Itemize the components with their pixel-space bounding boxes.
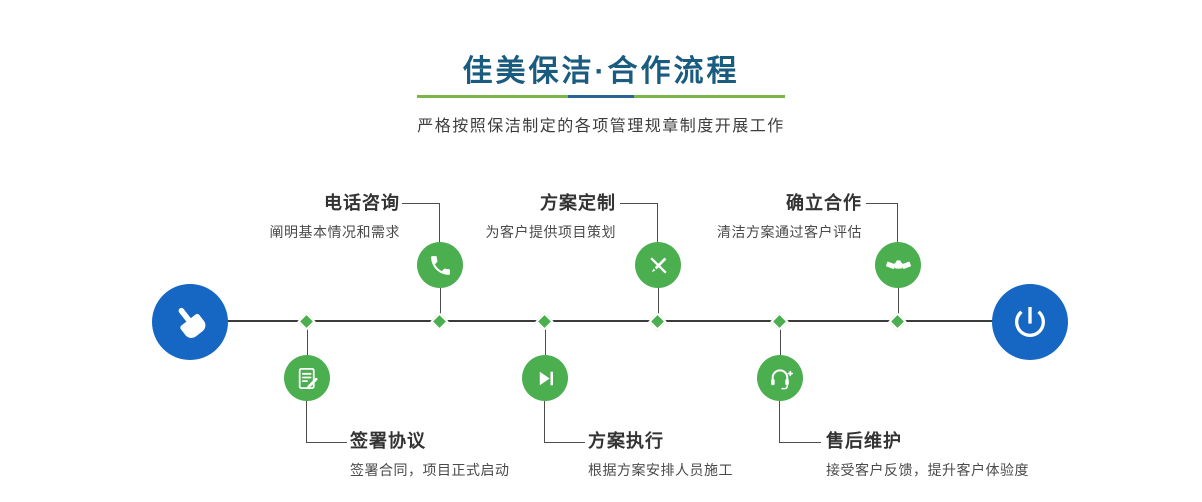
- step-title: 方案定制: [540, 193, 616, 213]
- connector-line: [307, 327, 308, 355]
- step-desc: 为客户提供项目策划: [485, 224, 616, 240]
- connector-line: [658, 288, 659, 315]
- step-node-after-sales: [757, 355, 803, 401]
- phone-icon: [430, 255, 450, 275]
- connector-elbow: [306, 401, 347, 443]
- timeline-node-diamond: [648, 312, 667, 331]
- page-subtitle: 严格按照保洁制定的各项管理规章制度开展工作: [417, 118, 785, 135]
- step-title: 售后维护: [826, 431, 902, 451]
- step-node-confirm-cooperation: [875, 242, 921, 288]
- step-desc: 清洁方案通过客户评估: [717, 224, 862, 240]
- pointer-hand-icon: [178, 307, 206, 338]
- contract-icon: [298, 367, 317, 389]
- step-title: 电话咨询: [324, 193, 400, 213]
- underline-blue-center: [568, 95, 634, 98]
- step-title: 方案执行: [588, 431, 664, 451]
- step-label-sign-agreement: 签署协议 签署合同，项目正式启动: [350, 427, 510, 480]
- handshake-icon: [885, 259, 911, 269]
- step-node-plan-execute: [522, 355, 568, 401]
- connector-elbow: [866, 203, 898, 243]
- design-tools-icon: [650, 257, 666, 273]
- connector-line: [440, 288, 441, 315]
- underline-green-left: [417, 95, 568, 98]
- timeline-start-node: [152, 284, 228, 360]
- power-icon: [1015, 307, 1045, 337]
- step-title: 签署协议: [350, 431, 426, 451]
- step-label-confirm-cooperation: 确立合作 清洁方案通过客户评估: [717, 189, 862, 242]
- connector-elbow: [620, 203, 658, 243]
- step-node-phone-consult: [417, 242, 463, 288]
- step-label-after-sales: 售后维护 接受客户反馈，提升客户体验度: [826, 427, 1029, 480]
- timeline-node-diamond: [535, 312, 554, 331]
- page-title: 佳美保洁·合作流程: [462, 55, 740, 88]
- step-desc: 根据方案安排人员施工: [588, 462, 733, 478]
- timeline-line: [190, 320, 1030, 322]
- step-desc: 接受客户反馈，提升客户体验度: [826, 462, 1029, 478]
- title-underline: [417, 95, 785, 98]
- connector-elbow: [402, 203, 440, 243]
- step-node-sign-agreement: [284, 355, 330, 401]
- timeline-node-diamond: [888, 312, 907, 331]
- connector-line: [898, 288, 899, 315]
- connector-line: [545, 327, 546, 355]
- step-label-plan-execute: 方案执行 根据方案安排人员施工: [588, 427, 733, 480]
- timeline-node-diamond: [430, 312, 449, 331]
- headset-icon: [770, 368, 793, 389]
- connector-elbow: [544, 401, 585, 443]
- step-label-phone-consult: 电话咨询 阐明基本情况和需求: [270, 189, 401, 242]
- timeline-end-node: [992, 284, 1068, 360]
- step-node-plan-design: [635, 242, 681, 288]
- step-desc: 阐明基本情况和需求: [269, 224, 400, 240]
- step-desc: 签署合同，项目正式启动: [350, 462, 510, 478]
- step-label-plan-design: 方案定制 为客户提供项目策划: [486, 189, 617, 242]
- play-icon: [539, 371, 553, 385]
- connector-line: [780, 327, 781, 355]
- timeline-node-diamond: [770, 312, 789, 331]
- underline-green-right: [634, 95, 785, 98]
- connector-elbow: [779, 401, 821, 443]
- step-title: 确立合作: [786, 193, 862, 213]
- timeline-node-diamond: [297, 312, 316, 331]
